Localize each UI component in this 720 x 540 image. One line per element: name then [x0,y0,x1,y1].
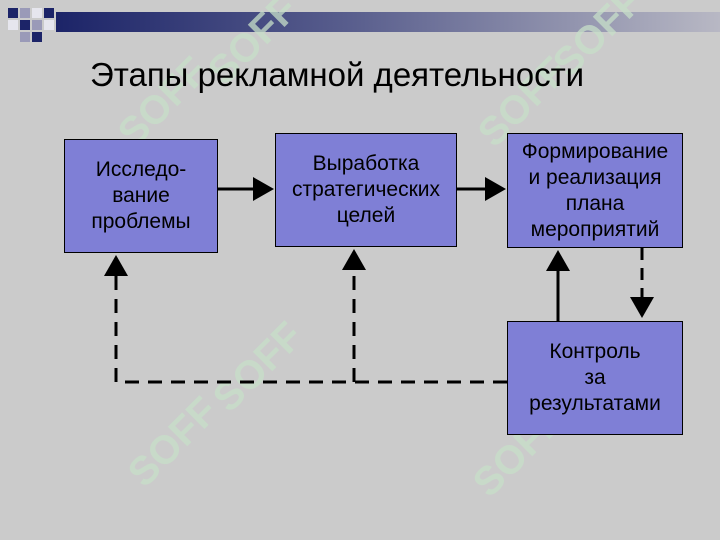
decor-square [20,8,30,18]
decor-square [20,20,30,30]
decor-square [32,32,42,42]
decor-square [8,8,18,18]
decor-square [44,20,54,30]
slide-title: Этапы рекламной деятельности [90,56,585,93]
box-control: Контроль за результатами [507,321,683,435]
box-plan: Формирование и реализация плана мероприя… [507,133,683,248]
box-strategy: Выработка стратегических целей [275,133,457,247]
decor-square [32,8,42,18]
feedback-line [104,255,507,384]
decor-square [8,20,18,30]
box-research: Исследо- вание проблемы [64,139,218,253]
decor-square [44,8,54,18]
decor-square [20,32,30,42]
decor-square [32,20,42,30]
header-bar [56,12,720,32]
